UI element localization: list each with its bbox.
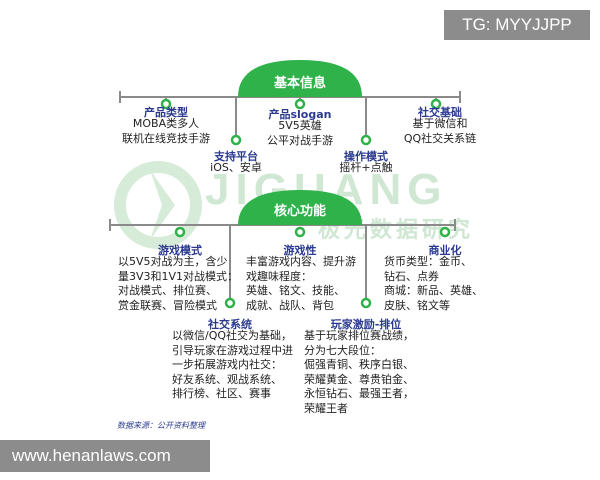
- data-source: 数据来源：公开资料整理: [117, 421, 205, 430]
- top-watermark: TG: MYYJJPP: [444, 10, 590, 40]
- node-platform: [230, 134, 242, 146]
- node-playability: [294, 226, 306, 238]
- playability-title: 游戏性: [283, 244, 317, 257]
- node-game-mode: [174, 226, 186, 238]
- node-monetization: [439, 226, 451, 238]
- social-system-desc: 以微信/QQ社交为基础， 引导玩家在游戏过程中进 一步拓展游戏内社交： 好友系统…: [172, 329, 293, 400]
- core-function-pill: [238, 190, 362, 225]
- basic-info-pill: [238, 60, 362, 97]
- social-base-title: 社交基础: [418, 106, 462, 119]
- bottom-watermark: www.henanlaws.com: [0, 440, 210, 472]
- platform-desc: iOS、安卓: [210, 161, 262, 174]
- core-function-header: 核心功能: [273, 204, 326, 219]
- node-slogan: [294, 98, 306, 110]
- node-product-type: [160, 98, 172, 110]
- social-base-desc: 基于微信和 QQ社交关系链: [403, 117, 477, 145]
- playability-desc: 丰富游戏内容、提升游 戏趣味程度： 英雄、铭文、技能、 成就、战队、背包: [246, 255, 356, 312]
- game-mode-desc: 以5V5对战为主，含少 量3V3和1V1对战模式： 对战模式、排位赛、 赏金联赛…: [118, 255, 239, 312]
- monetization-title: 商业化: [428, 244, 462, 257]
- game-mode-title: 游戏模式: [158, 244, 202, 257]
- node-incentive: [360, 297, 372, 309]
- controls-desc: 摇杆+点触: [339, 161, 393, 174]
- controls-title: 操作模式: [344, 150, 388, 163]
- basic-info-header: 基本信息: [273, 76, 326, 91]
- incentive-title: 玩家激励-排位: [330, 318, 402, 331]
- node-controls: [360, 134, 372, 146]
- product-type-title: 产品类型: [144, 106, 188, 119]
- monetization-desc: 货币类型：金币、 钻石、点券 商城：新品、英雄、 皮肤、铭文等: [384, 255, 483, 312]
- node-social-base: [430, 98, 442, 110]
- slogan-desc: 5V5英雄 公平对战手游: [267, 119, 333, 147]
- platform-title: 支持平台: [214, 150, 258, 163]
- node-social-system: [224, 297, 236, 309]
- incentive-desc: 基于玩家排位赛战绩， 分为七大段位： 倔强青铜、秩序白银、 荣耀黄金、尊贵铂金、…: [304, 329, 414, 415]
- slogan-title: 产品slogan: [268, 108, 332, 121]
- product-type-desc: MOBA类多人 联机在线竞技手游: [122, 117, 210, 145]
- social-system-title: 社交系统: [208, 318, 252, 331]
